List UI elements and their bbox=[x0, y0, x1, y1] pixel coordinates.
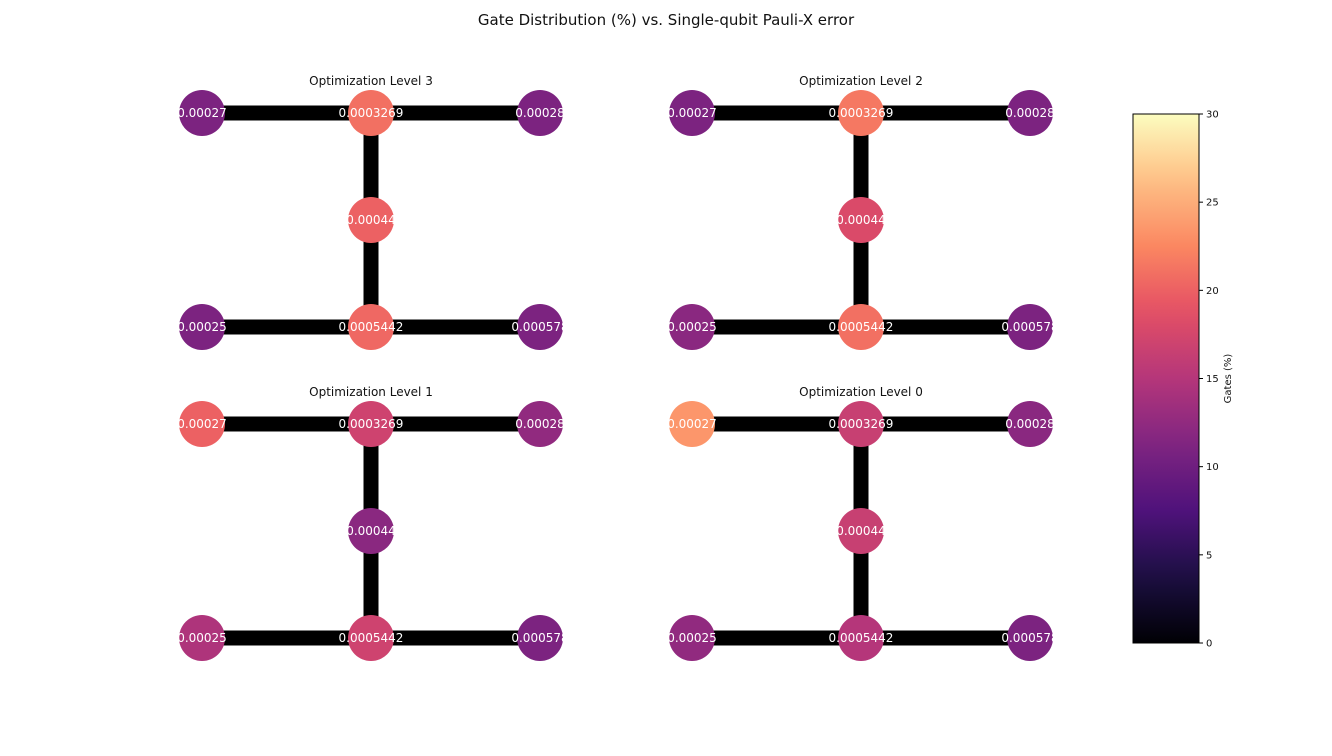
node-label: 0.0005442 bbox=[339, 631, 404, 645]
network-panel-3: Optimization Level 0 0.00027 0.0003269 0.00… bbox=[667, 385, 1059, 661]
node-q6 bbox=[1007, 304, 1053, 350]
node-q6 bbox=[517, 304, 563, 350]
node-label: 0.0003269 bbox=[829, 106, 894, 120]
node-q0 bbox=[669, 401, 715, 447]
node-label: 0.00028 bbox=[1005, 417, 1055, 431]
node-q6 bbox=[1007, 615, 1053, 661]
node-q2 bbox=[517, 90, 563, 136]
colorbar-tick-label: 15 bbox=[1206, 374, 1219, 385]
colorbar-tick-label: 25 bbox=[1206, 198, 1219, 209]
node-q2 bbox=[1007, 401, 1053, 447]
node-label: 0.0003269 bbox=[339, 106, 404, 120]
node-label: 0.00025 bbox=[177, 320, 227, 334]
colorbar-tick-label: 0 bbox=[1206, 639, 1212, 650]
node-label: 0.000578 bbox=[511, 631, 568, 645]
node-q4 bbox=[179, 615, 225, 661]
node-label: 0.00028 bbox=[515, 417, 565, 431]
node-label: 0.0005442 bbox=[829, 631, 894, 645]
node-q4 bbox=[669, 304, 715, 350]
node-q1 bbox=[348, 401, 394, 447]
node-label: 0.00028 bbox=[1005, 106, 1055, 120]
node-q3 bbox=[838, 508, 884, 554]
node-label: 0.00044 bbox=[346, 213, 396, 227]
panel-title: Optimization Level 2 bbox=[799, 74, 923, 88]
node-label: 0.00028 bbox=[515, 106, 565, 120]
node-q0 bbox=[669, 90, 715, 136]
panel-title: Optimization Level 3 bbox=[309, 74, 433, 88]
colorbar-label: Gates (%) bbox=[1223, 354, 1234, 404]
node-q4 bbox=[669, 615, 715, 661]
node-label: 0.00044 bbox=[836, 524, 886, 538]
colorbar-tick-label: 5 bbox=[1206, 550, 1212, 561]
node-label: 0.0003269 bbox=[829, 417, 894, 431]
node-label: 0.000578 bbox=[1001, 631, 1058, 645]
network-panel-1: Optimization Level 2 0.00027 0.0003269 0.00… bbox=[667, 74, 1059, 350]
panel-title: Optimization Level 1 bbox=[309, 385, 433, 399]
colorbar-tick-label: 30 bbox=[1206, 110, 1219, 121]
node-q5 bbox=[348, 615, 394, 661]
node-label: 0.00027 bbox=[177, 106, 227, 120]
node-label: 0.00044 bbox=[346, 524, 396, 538]
node-q3 bbox=[838, 197, 884, 243]
node-label: 0.00027 bbox=[177, 417, 227, 431]
network-panel-0: Optimization Level 3 0.00027 0.0003269 0.00… bbox=[177, 74, 569, 350]
node-q5 bbox=[838, 304, 884, 350]
network-panel-2: Optimization Level 1 0.00027 0.0003269 0.00… bbox=[177, 385, 569, 661]
node-q1 bbox=[348, 90, 394, 136]
node-label: 0.0005442 bbox=[829, 320, 894, 334]
node-label: 0.000578 bbox=[511, 320, 568, 334]
node-q0 bbox=[179, 90, 225, 136]
node-q2 bbox=[1007, 90, 1053, 136]
node-q4 bbox=[179, 304, 225, 350]
node-q5 bbox=[838, 615, 884, 661]
panel-title: Optimization Level 0 bbox=[799, 385, 923, 399]
node-q0 bbox=[179, 401, 225, 447]
colorbar-tick-label: 10 bbox=[1206, 462, 1219, 473]
colorbar-rect bbox=[1132, 113, 1200, 644]
node-label: 0.0003269 bbox=[339, 417, 404, 431]
node-label: 0.00025 bbox=[177, 631, 227, 645]
node-label: 0.00027 bbox=[667, 106, 717, 120]
node-q3 bbox=[348, 508, 394, 554]
node-q5 bbox=[348, 304, 394, 350]
node-q3 bbox=[348, 197, 394, 243]
node-q1 bbox=[838, 401, 884, 447]
node-q2 bbox=[517, 401, 563, 447]
node-label: 0.00027 bbox=[667, 417, 717, 431]
colorbar-tick-label: 20 bbox=[1206, 286, 1219, 297]
node-label: 0.00025 bbox=[667, 320, 717, 334]
node-label: 0.00044 bbox=[836, 213, 886, 227]
node-q6 bbox=[517, 615, 563, 661]
node-label: 0.0005442 bbox=[339, 320, 404, 334]
node-label: 0.00025 bbox=[667, 631, 717, 645]
node-q1 bbox=[838, 90, 884, 136]
figure-title: Gate Distribution (%) vs. Single-qubit P… bbox=[477, 11, 855, 29]
node-label: 0.000578 bbox=[1001, 320, 1058, 334]
